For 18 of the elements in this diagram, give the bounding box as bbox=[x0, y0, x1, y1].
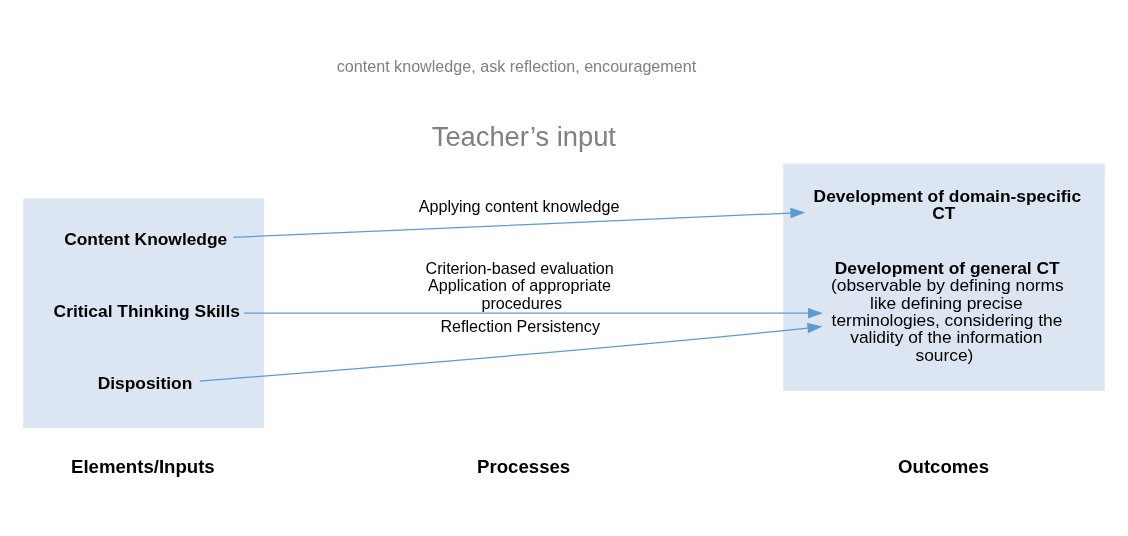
edge-label: Criterion-based evaluation Application of appropriate procedures bbox=[425, 258, 614, 312]
arrow bbox=[232, 207, 806, 238]
node-text: Disposition bbox=[97, 372, 193, 393]
cluster bbox=[23, 197, 265, 428]
node-text: Development of general CT (observable by defining norms like defining precise terminologies, considering the validity of the information source) bbox=[831, 257, 1064, 365]
node-text: Content Knowledge bbox=[64, 228, 228, 249]
edge-label: Reflection Persistency bbox=[440, 316, 600, 335]
label: content knowledge, ask reflection, encouragement bbox=[336, 56, 697, 75]
node-text: Critical Thinking Skills bbox=[53, 300, 240, 321]
label: Teacher’s input bbox=[431, 120, 616, 152]
node-text: Development of domain-specific CT bbox=[813, 185, 1082, 223]
label: Elements/Inputs bbox=[70, 455, 215, 477]
arrow bbox=[243, 307, 823, 318]
arrow bbox=[199, 322, 823, 382]
cluster bbox=[783, 163, 1105, 391]
edge-label: Applying content knowledge bbox=[418, 196, 620, 215]
label: Processes bbox=[477, 455, 571, 477]
label: Outcomes bbox=[898, 455, 990, 477]
